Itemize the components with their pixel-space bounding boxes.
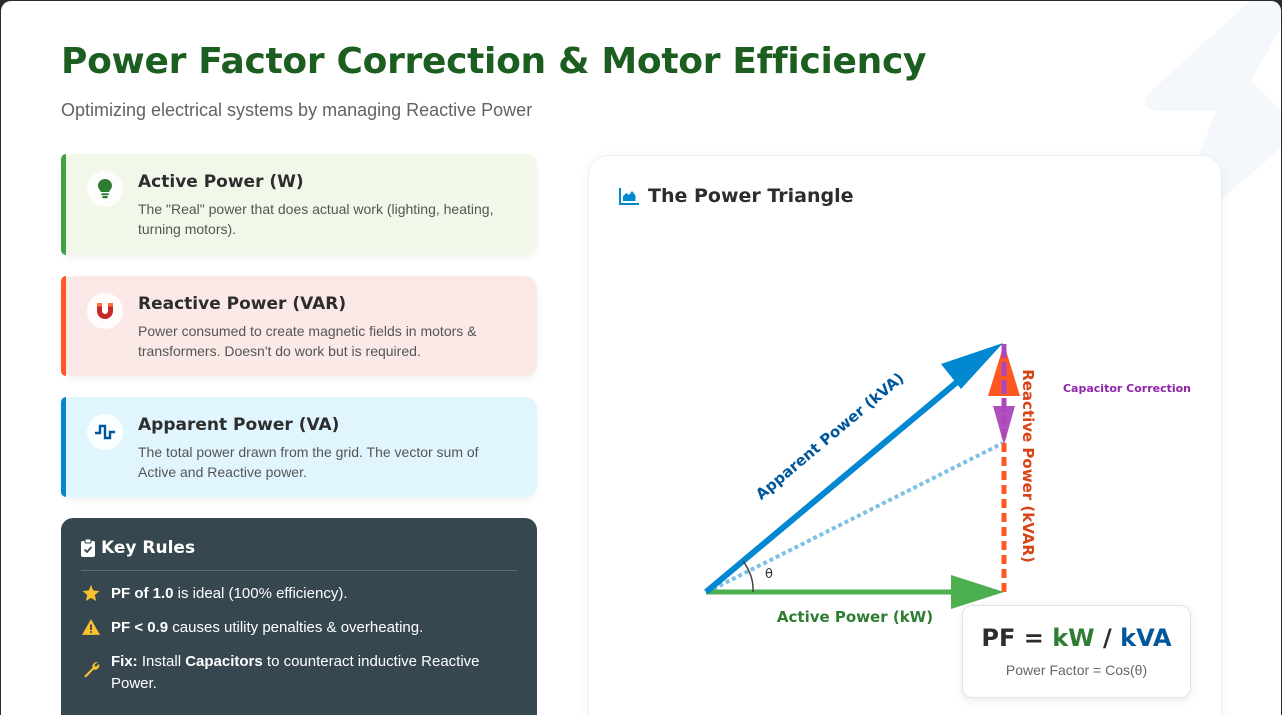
- page-subtitle: Optimizing electrical systems by managin…: [61, 100, 533, 120]
- star-icon: [82, 585, 100, 602]
- apparent-power-arrowhead: [941, 343, 1003, 389]
- pf-kva: kVA: [1120, 624, 1172, 652]
- card-title: Active Power (W): [138, 172, 304, 192]
- card-reactive-power: Reactive Power (VAR) Power consumed to c…: [61, 276, 537, 376]
- rule-text: to counteract inductive Reactive Power.: [111, 653, 480, 692]
- capacitor-correction-arrowhead: [993, 406, 1015, 445]
- card-icon-wrap: [87, 414, 123, 450]
- key-rules-panel: Key Rules PF of 1.0 is ideal (100% effic…: [61, 518, 537, 715]
- card-description: The total power drawn from the grid. The…: [138, 444, 479, 480]
- warning-icon: [82, 619, 100, 635]
- rule-text: is ideal (100% efficiency).: [173, 585, 348, 602]
- rule-item: PF of 1.0 is ideal (100% efficiency).: [81, 583, 517, 605]
- card-icon-wrap: [87, 171, 123, 207]
- rule-item: Fix: Install Capacitors to counteract in…: [81, 651, 517, 695]
- pf-caption: Power Factor = Cos(θ): [1005, 662, 1148, 678]
- card-accent-bar: [61, 276, 66, 376]
- wave-square-icon: [95, 424, 115, 440]
- panel-title-text: The Power Triangle: [648, 185, 854, 207]
- power-triangle-diagram: θ Apparent Power (kVA) Active Power (kW)…: [704, 343, 1191, 626]
- pf-slash: /: [1094, 624, 1121, 652]
- card-icon-wrap: [87, 293, 123, 329]
- rule-text: Install: [137, 653, 186, 670]
- magnet-icon: [97, 303, 113, 319]
- key-rules-title: Key Rules: [101, 538, 196, 558]
- clipboard-check-icon: [81, 539, 95, 557]
- corrected-apparent-power-line: [706, 441, 1004, 594]
- key-rules-heading: Key Rules: [81, 538, 517, 571]
- card-description: Power consumed to create magnetic fields…: [138, 323, 477, 359]
- card-description: The "Real" power that does actual work (…: [138, 201, 494, 237]
- chart-area-icon: [619, 187, 639, 205]
- card-title: Reactive Power (VAR): [138, 294, 347, 314]
- rule-emphasis: Capacitors: [185, 653, 263, 670]
- theta-label: θ: [765, 567, 773, 582]
- card-apparent-power: Apparent Power (VA) The total power draw…: [61, 397, 537, 497]
- active-power-label: Active Power (kW): [777, 608, 933, 626]
- lightning-bolt-background-icon: [1145, 1, 1281, 251]
- apparent-power-line: [704, 364, 977, 595]
- rule-emphasis: Fix:: [111, 653, 138, 670]
- rule-emphasis: PF < 0.9: [111, 619, 169, 636]
- pf-lhs: PF =: [981, 624, 1053, 652]
- card-active-power: Active Power (W) The "Real" power that d…: [61, 154, 537, 255]
- capacitor-correction-label: Capacitor Correction: [1063, 382, 1191, 395]
- lightbulb-icon: [98, 179, 112, 199]
- theta-arc: [742, 560, 754, 593]
- rule-text: causes utility penalties & overheating.: [168, 619, 424, 636]
- rule-emphasis: PF of 1.0: [111, 585, 174, 602]
- apparent-power-label: Apparent Power (kVA): [752, 369, 907, 503]
- rule-item: PF < 0.9 causes utility penalties & over…: [81, 617, 517, 639]
- card-title: Apparent Power (VA): [138, 415, 340, 435]
- panel-title: The Power Triangle: [619, 185, 854, 207]
- pf-formula: PF = kW / kVA: [963, 624, 1190, 652]
- power-triangle-panel: The Power Triangle θ: [588, 155, 1222, 715]
- wrench-icon: [83, 662, 99, 678]
- active-power-arrowhead: [951, 575, 1004, 609]
- page-title: Power Factor Correction & Motor Efficien…: [61, 41, 927, 82]
- card-accent-bar: [61, 154, 66, 255]
- reactive-power-label: Reactive Power (kVAR): [1019, 369, 1037, 563]
- card-accent-bar: [61, 397, 66, 497]
- pf-kw: kW: [1052, 624, 1095, 652]
- power-factor-formula-box: PF = kW / kVA Power Factor = Cos(θ): [962, 605, 1191, 698]
